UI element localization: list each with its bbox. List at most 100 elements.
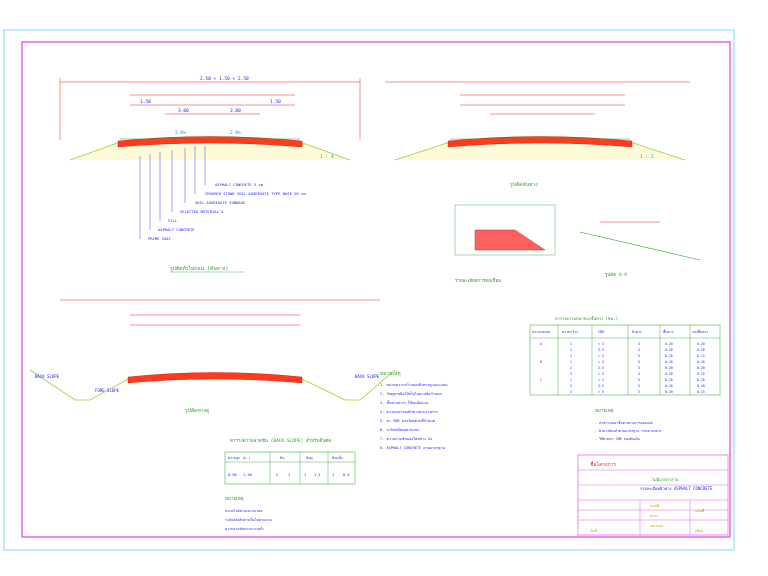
thickness-cell: 2 xyxy=(570,384,572,388)
thickness-cell: 5 xyxy=(638,342,640,346)
thickness-cell: 3 xyxy=(570,372,572,376)
thickness-cell: 0.15 xyxy=(697,354,705,358)
thickness-cell: 5 xyxy=(638,384,640,388)
thickness-cell: 2 xyxy=(570,348,572,352)
thickness-cell: 0.20 xyxy=(665,348,673,352)
thickness-cell: < 3 xyxy=(598,342,604,346)
bottom-note-1: ขนาดไหล่ทางและแนวท่อ xyxy=(225,509,262,513)
th-h5: รองพื้นทาง xyxy=(692,329,708,334)
slope-r0c1: 2 xyxy=(276,473,278,477)
layer-5: FILL xyxy=(168,218,178,223)
bottom-notes: หมายเหตุ ขนาดไหล่ทางและแนวท่อ ระดับหลังค… xyxy=(225,497,272,531)
slope-r0c2: 1 xyxy=(288,473,290,477)
thickness-cell: 3-5 xyxy=(598,366,604,370)
thickness-cell: 0.20 xyxy=(697,366,705,370)
caption-typical-fill: รูปตัดทั่วไปถนน (คันทาง) xyxy=(170,265,228,272)
layer-4: SELECTED MATERIAL A xyxy=(180,209,224,214)
bottom-note-2: ระดับหลังคันทางเป็นไปตามแบบ xyxy=(225,516,272,522)
slope-r0c4: 1.5 xyxy=(314,473,321,477)
notes-heading: หมายเหตุ xyxy=(380,371,401,377)
note-1: 1. ขนาดความกว้างของผิวทางดูแบบแปลน xyxy=(380,382,448,387)
caption-ditch: รูปตัดทางคู xyxy=(185,408,209,414)
note-6: 6. ระดับหลังท่อตามแบบ xyxy=(380,428,420,432)
tb-project: ชื่อโครงการ xyxy=(590,461,616,468)
slope-r0c3: 1 xyxy=(304,473,306,477)
thickness-cell: < 3 xyxy=(598,360,604,364)
th-h4: พื้นทาง xyxy=(663,329,674,334)
thickness-cell: 0.20 xyxy=(665,342,673,346)
dim-total: 2.50 + 1.50 + 2.50 xyxy=(200,76,249,82)
layer-7: PRIME COAT xyxy=(148,236,172,241)
note-8: 8. ASPHALT CONCRETE ตามมาตรฐาน xyxy=(380,446,446,450)
note-5: 5. ค่า CBR ของวัสดุตามที่กำหนด xyxy=(380,418,436,424)
thickness-cell: 1 xyxy=(570,360,572,364)
tb-sheet-no: แผ่นที่ xyxy=(695,508,705,513)
tb-date: วันที่ xyxy=(590,528,597,533)
section-ditch: BACK SLOPE BACK SLOPE FORE SLOPE รูปตัดท… xyxy=(29,299,396,414)
fore-slope: FORE SLOPE xyxy=(95,388,120,393)
thickness-cell: 1 xyxy=(570,342,572,346)
back-slope-left: BACK SLOPE xyxy=(35,374,60,379)
detail-section-aa: รูปตัด A-A xyxy=(579,221,701,278)
slope-r0c6: 0.5 xyxy=(343,473,350,477)
legend-1: - ค่าความหนาชั้นทางตามการออกแบบ xyxy=(595,420,653,425)
tb-designer: ออกแบบ xyxy=(650,524,664,528)
thickness-cell: A xyxy=(540,342,542,346)
thickness-cell: 5 xyxy=(638,378,640,382)
layer-1: ASPHALT CONCRETE 5 cm xyxy=(215,182,264,187)
tb-scale: ไม่มีมาตราส่วน xyxy=(651,477,679,482)
layer-2: CRUSHED STONE SOIL AGGREGATE TYPE BASE 2… xyxy=(205,191,306,196)
th-h1: ความกว้าง xyxy=(562,330,578,334)
caption-typical-cut: รูปตัดคันทาง xyxy=(510,182,538,188)
dim-shoulder-right: 1.50 xyxy=(270,99,281,105)
legend-heading: หมายเหตุ xyxy=(595,409,614,414)
thickness-cell: 0.20 xyxy=(665,390,673,394)
note-7: 7. ความลาดชันของไหล่ทาง 4% xyxy=(380,436,433,441)
thickness-cell: 0.15 xyxy=(697,372,705,376)
tb-approver: อนุมัติ xyxy=(650,504,660,509)
thickness-cell: 0.20 xyxy=(697,342,705,346)
thickness-cell: 0.15 xyxy=(697,390,705,394)
thickness-cell: 3 xyxy=(570,390,572,394)
tb-drawn: เขียน xyxy=(695,528,704,533)
th-h0: ประเภทถนน xyxy=(532,330,551,334)
thickness-cell: > 5 xyxy=(598,390,604,394)
note-4: 4. ความหนาของผิวทางตามรายการ xyxy=(380,410,438,414)
thickness-cell: 0.20 xyxy=(665,378,673,382)
note-2: 2. วัสดุทุกชนิดให้เป็นไปตามข้อกำหนด xyxy=(380,390,442,397)
notes-block: หมายเหตุ 1. ขนาดความกว้างของผิวทางดูแบบแ… xyxy=(380,371,448,450)
slope-h1: ดิน xyxy=(280,456,285,460)
thickness-cell: 0.20 xyxy=(697,360,705,364)
thickness-cell: 0.20 xyxy=(665,360,673,364)
crossfall-left: 2.0% xyxy=(175,130,186,136)
section-typical-cut: 1 : 2 รูปตัดคันทาง xyxy=(385,81,690,188)
title-block: ชื่อโครงการ ไม่มีมาตราส่วน รายละเอียดผิว… xyxy=(577,454,729,536)
outer-sheet-border xyxy=(3,29,735,551)
thickness-cell: < 3 xyxy=(598,378,604,382)
thickness-cell: 3-5 xyxy=(598,348,604,352)
thickness-table-title: ตารางความหนาของชั้นทาง (ซม.) xyxy=(555,314,618,321)
note-3: 3. ชั้นทางต่างๆ ให้บดอัดแน่น xyxy=(380,400,429,405)
thickness-cell: 3-5 xyxy=(598,384,604,388)
thickness-cell: 5 xyxy=(638,348,640,352)
th-h3: ผิวทาง xyxy=(632,330,642,334)
drawing-frame xyxy=(21,41,731,538)
thickness-cell: 5 xyxy=(638,360,640,364)
slope-h5: หินแข็ง xyxy=(332,454,343,460)
cut-slope: 1 : 2 xyxy=(640,154,654,160)
thickness-cell: 5 xyxy=(638,366,640,370)
thickness-cell: 5 xyxy=(638,372,640,376)
thickness-cell: 0.20 xyxy=(697,378,705,382)
dim-lane-right: 3.00 xyxy=(230,108,241,114)
slope-h0: ความสูง (ม.) xyxy=(228,456,250,460)
side-slope: 1 : 4 xyxy=(320,154,334,160)
thickness-cell: > 5 xyxy=(598,354,604,358)
dim-shoulder-left: 1.50 xyxy=(140,99,151,105)
legend-2: - ผิวทางต้องทำตามมาตรฐาน กรมทางหลวง xyxy=(595,429,662,433)
thickness-cell: 0.20 xyxy=(665,384,673,388)
thickness-cell: 0.20 xyxy=(697,348,705,352)
tb-drawing-title: รายละเอียดผิวทาง ASPHALT CONCRETE xyxy=(640,486,713,491)
caption-detail-a: รายละเอียดการต่อเชื่อม xyxy=(455,277,501,284)
dim-lane-left: 3.00 xyxy=(178,108,189,114)
